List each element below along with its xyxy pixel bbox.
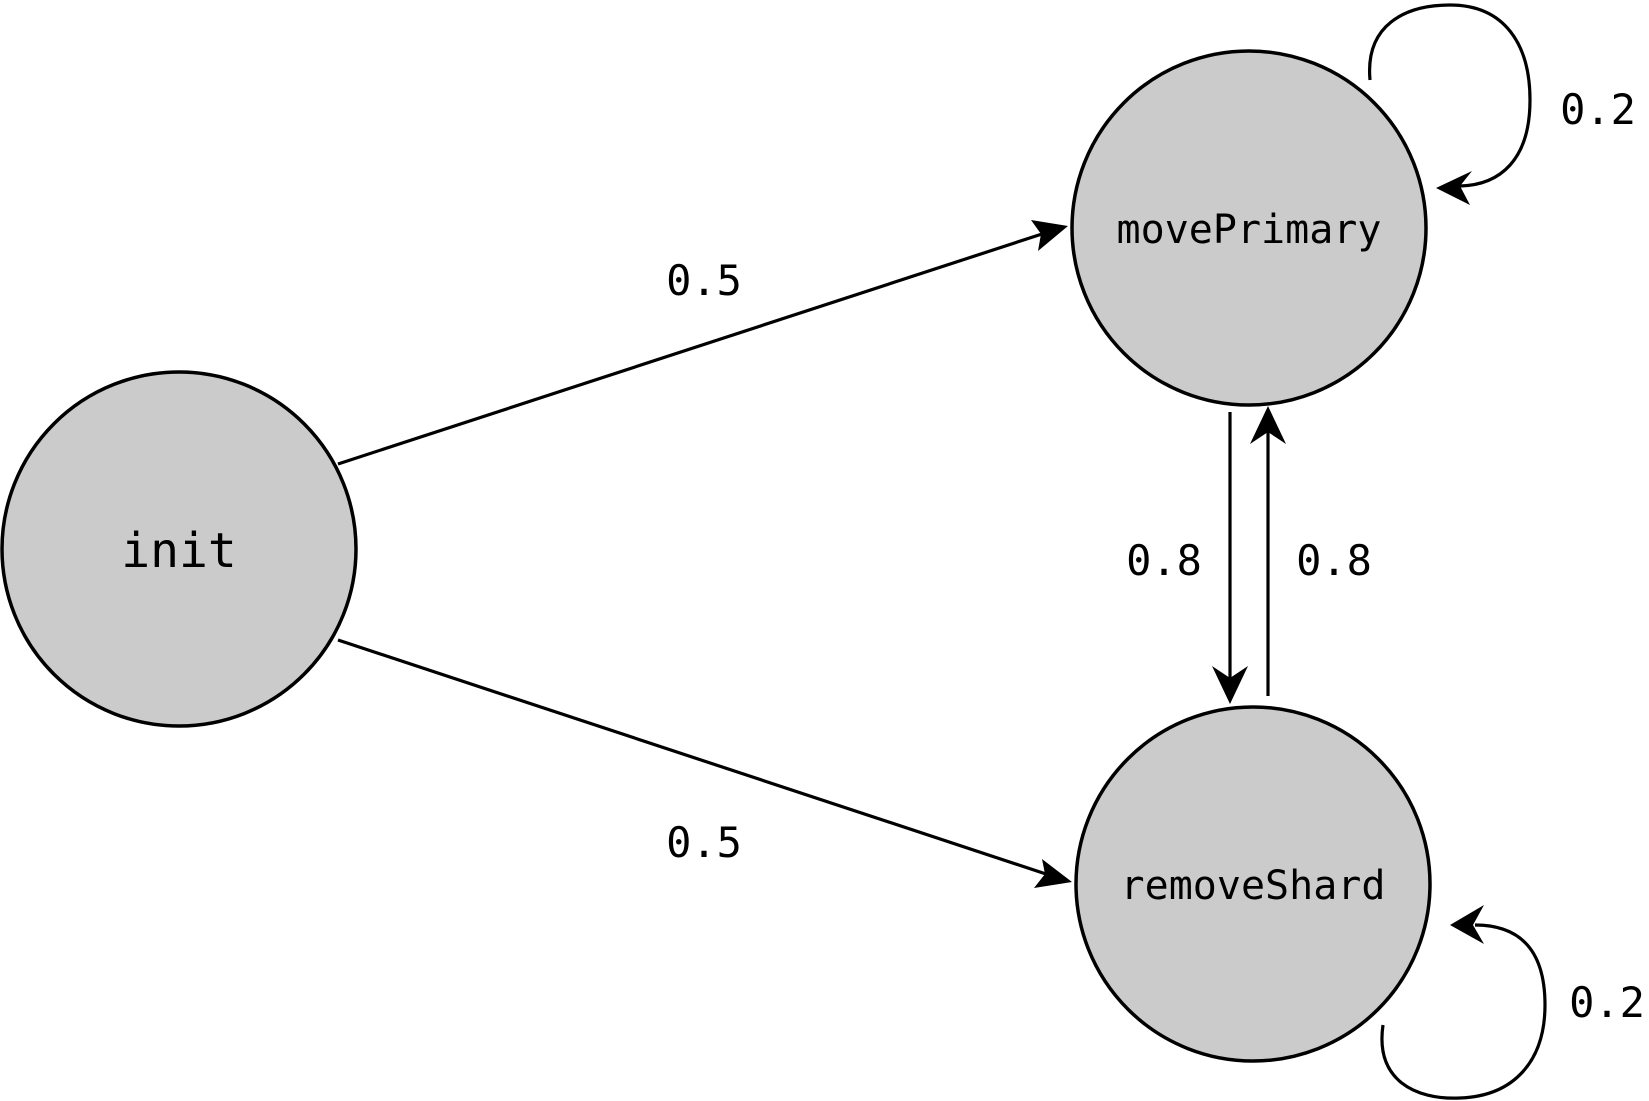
edge-init-to-moveprimary-line bbox=[337, 232, 1043, 466]
edge-init-to-removeshard-line bbox=[337, 638, 1047, 876]
node-moveprimary: movePrimary bbox=[1070, 49, 1428, 407]
arrow-head-icon bbox=[1212, 666, 1248, 704]
arrow-head-icon bbox=[1031, 220, 1068, 251]
edge-moveprimary-to-removeshard-label: 0.8 bbox=[1126, 536, 1202, 585]
edge-init-to-removeshard-label: 0.5 bbox=[666, 818, 742, 867]
node-init-label: init bbox=[121, 523, 237, 579]
edge-init-to-moveprimary bbox=[337, 220, 1068, 466]
node-init-circle bbox=[0, 370, 358, 728]
node-removeshard: removeShard bbox=[1074, 705, 1432, 1063]
node-init: init bbox=[0, 370, 358, 728]
arrow-head-icon bbox=[1450, 905, 1484, 944]
edge-removeshard-self-loop-path bbox=[1380, 923, 1547, 1100]
node-removeshard-circle bbox=[1074, 705, 1432, 1063]
edge-moveprimary-self-loop-path bbox=[1368, 3, 1532, 188]
arrow-head-icon bbox=[1436, 171, 1472, 205]
edge-removeshard-self-loop bbox=[1380, 905, 1547, 1100]
edge-moveprimary-self-loop bbox=[1368, 3, 1532, 205]
edge-removeshard-to-moveprimary bbox=[1250, 406, 1286, 696]
node-removeshard-label: removeShard bbox=[1121, 863, 1386, 909]
arrow-head-icon bbox=[1034, 859, 1072, 888]
edge-removeshard-to-moveprimary-label: 0.8 bbox=[1296, 536, 1372, 585]
edge-init-to-moveprimary-label: 0.5 bbox=[666, 256, 742, 305]
edge-moveprimary-self-loop-label: 0.2 bbox=[1560, 85, 1636, 134]
node-moveprimary-label: movePrimary bbox=[1117, 207, 1382, 253]
edge-moveprimary-to-removeshard bbox=[1212, 412, 1248, 704]
edge-removeshard-self-loop-label: 0.2 bbox=[1569, 978, 1645, 1027]
edge-init-to-removeshard bbox=[337, 638, 1072, 888]
node-moveprimary-circle bbox=[1070, 49, 1428, 407]
arrow-head-icon bbox=[1250, 406, 1286, 444]
